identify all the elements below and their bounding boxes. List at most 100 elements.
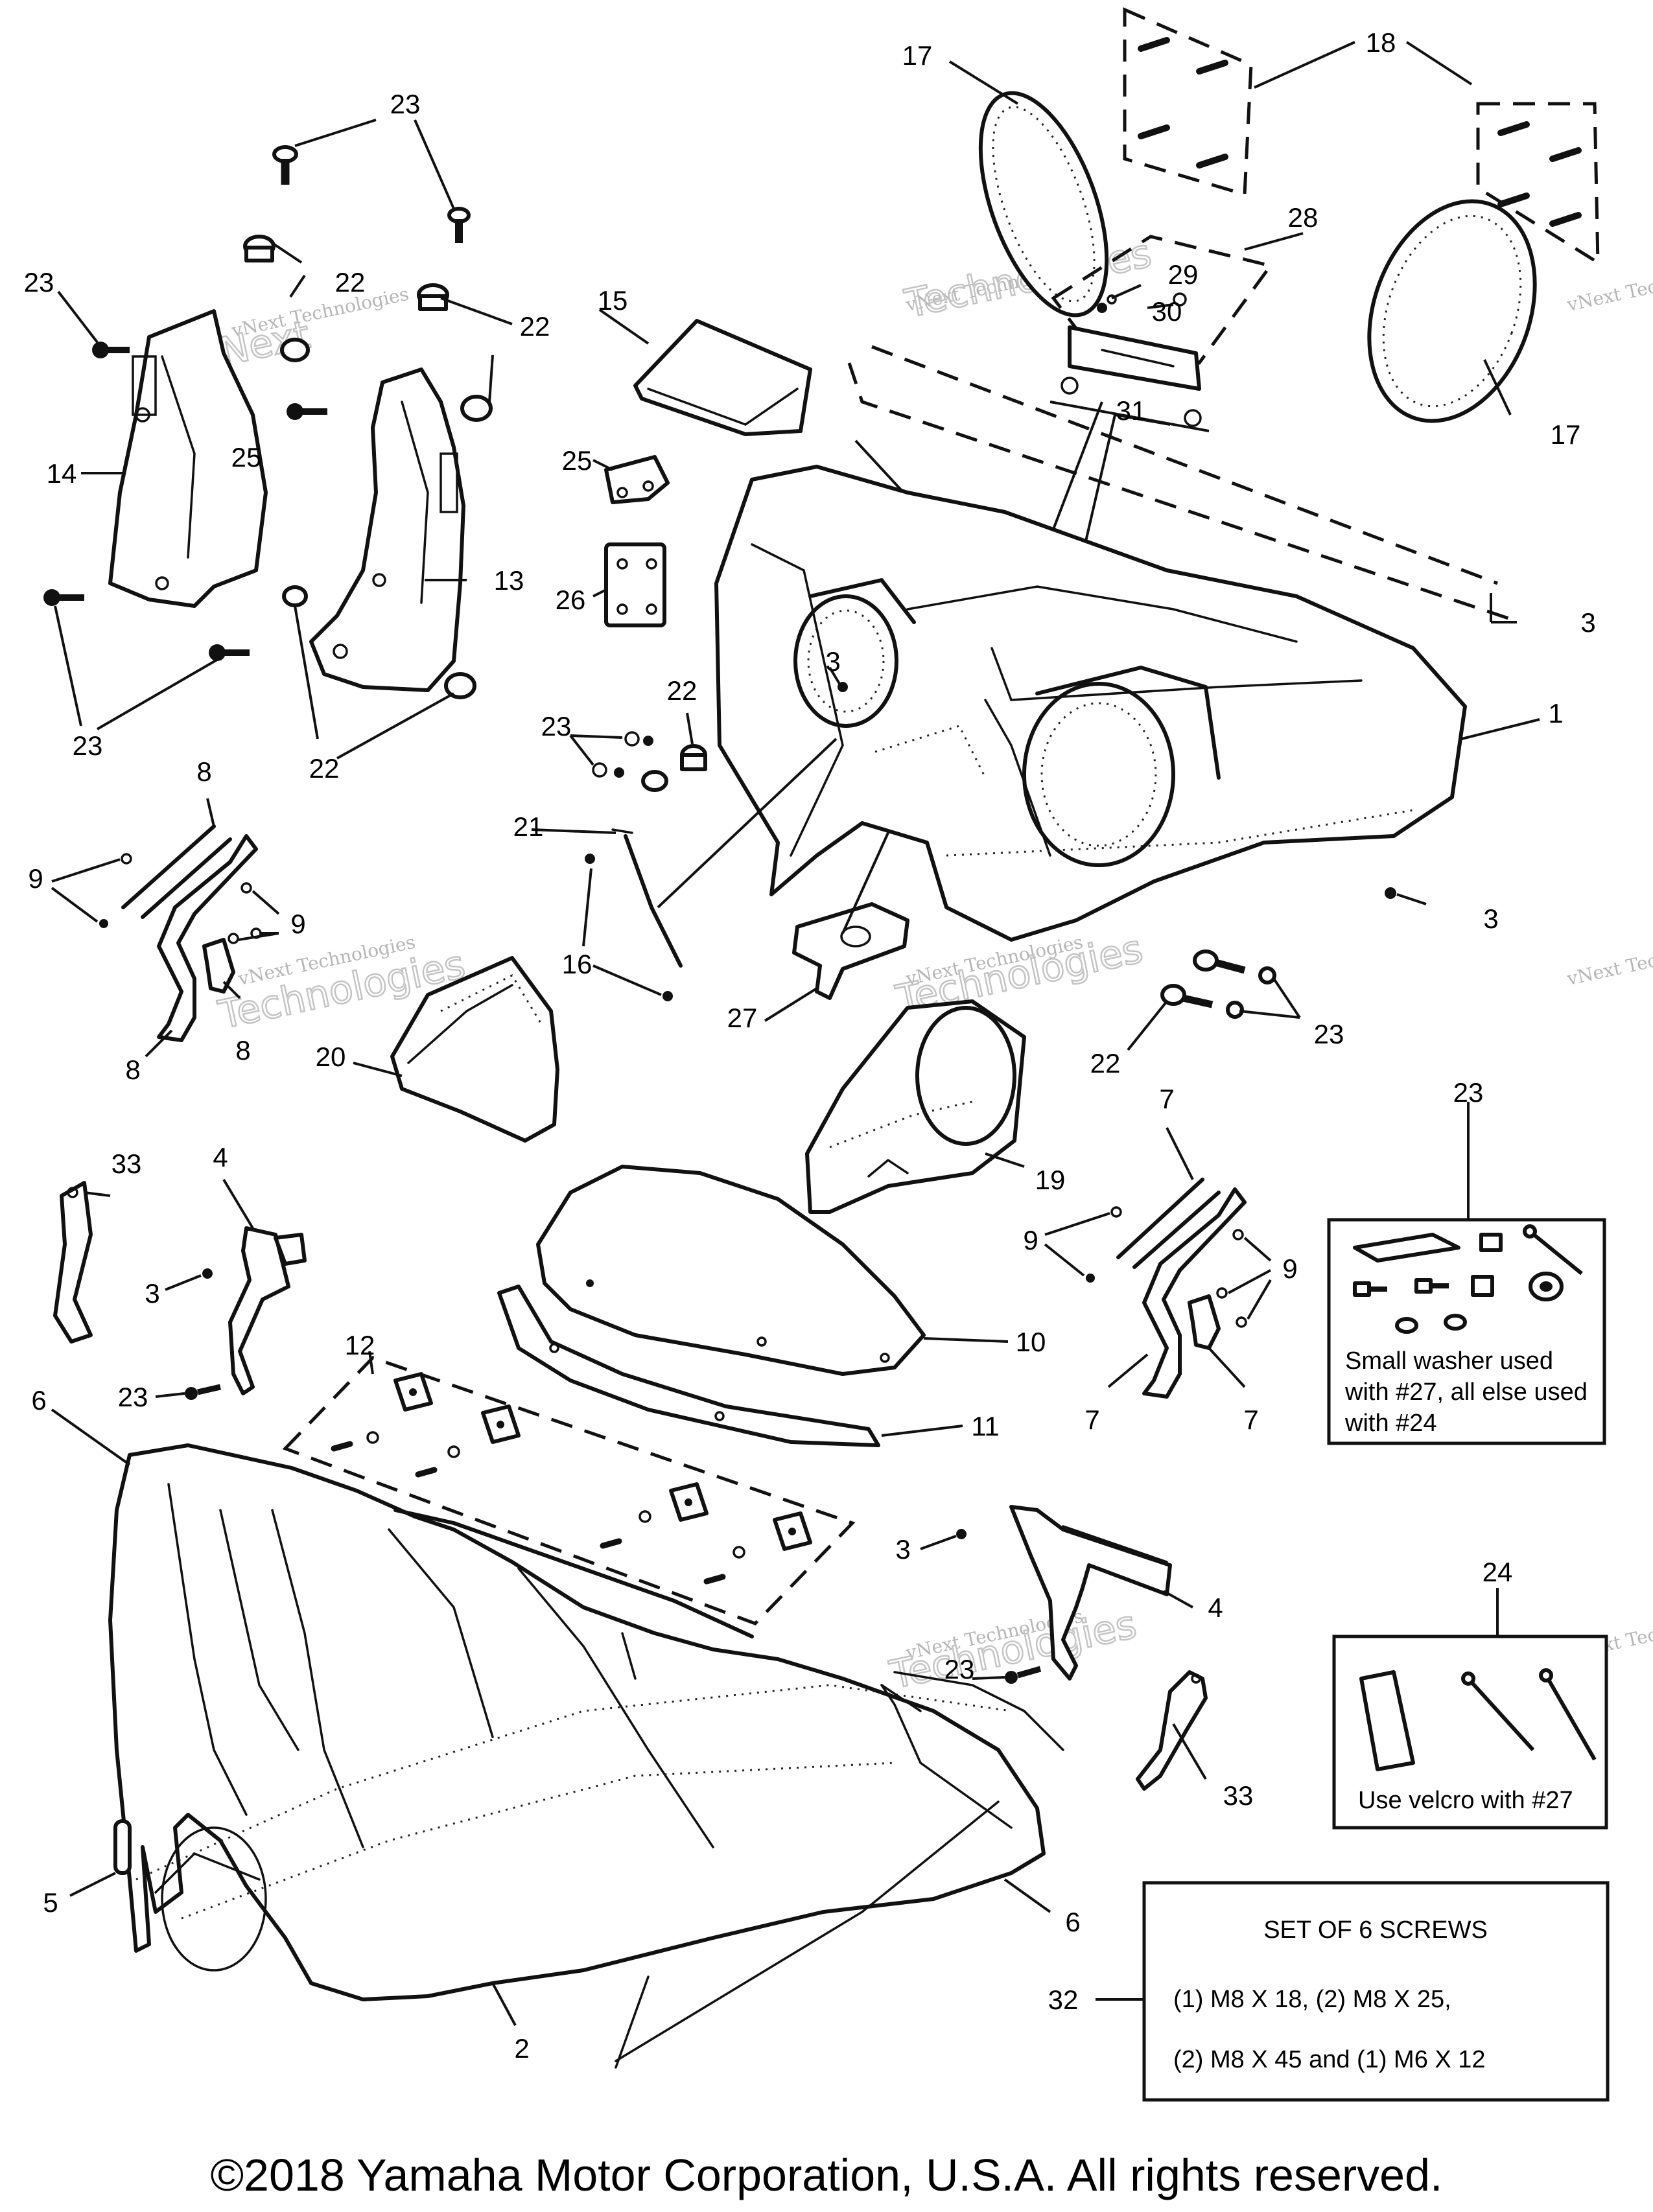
bolt-23[interactable] (272, 145, 298, 185)
screw-9[interactable] (228, 933, 239, 944)
bushing-22[interactable] (243, 235, 276, 262)
mount-kit-28[interactable] (1051, 235, 1274, 427)
leader-line (1239, 1010, 1300, 1019)
screw-9[interactable] (1110, 1206, 1122, 1218)
plate-26[interactable] (604, 542, 666, 627)
bolt-25[interactable] (287, 403, 327, 420)
callout-8: 8 (125, 1054, 140, 1085)
bolt-23[interactable] (209, 644, 250, 661)
bracket-14[interactable] (108, 309, 268, 608)
callout-22: 22 (309, 753, 340, 784)
bolt-23[interactable] (1182, 994, 1244, 1019)
screw-9[interactable] (99, 919, 108, 928)
bushing-22[interactable] (282, 585, 308, 607)
cover-plate-15[interactable] (633, 319, 812, 436)
windshield-10[interactable] (536, 1165, 926, 1376)
bracket-25[interactable] (604, 455, 670, 504)
leader-line (1044, 1243, 1085, 1277)
screw-9[interactable] (1236, 1316, 1247, 1328)
speaker-housing-19[interactable] (805, 999, 1026, 1214)
kit-23-note-line-1: Small washer used (1345, 1347, 1553, 1375)
screw-3[interactable] (202, 1268, 213, 1279)
screw-9[interactable] (121, 853, 132, 865)
bolt-23[interactable] (447, 207, 471, 243)
callout-3: 3 (825, 646, 840, 677)
bushing-22[interactable] (641, 770, 668, 792)
leader-line (764, 987, 818, 1022)
callout-23: 23 (118, 1382, 148, 1412)
bushing-22[interactable] (460, 395, 493, 422)
speaker-ring-17[interactable] (1340, 178, 1564, 445)
screw-9[interactable] (1216, 1287, 1228, 1299)
callout-16: 16 (562, 949, 592, 979)
callout-22: 22 (1090, 1048, 1121, 1078)
bolt-23[interactable] (185, 1384, 222, 1400)
bracket-4[interactable] (228, 1226, 307, 1395)
bolt-23[interactable] (43, 589, 84, 606)
leader-line (238, 932, 279, 941)
callout-15: 15 (598, 285, 628, 316)
bushing-22[interactable] (444, 672, 476, 699)
callout-7: 7 (1243, 1404, 1258, 1435)
callout-13: 13 (494, 565, 524, 596)
bracket-8[interactable] (121, 824, 258, 1042)
bolt-23[interactable] (1214, 959, 1276, 984)
screw-16[interactable] (585, 854, 595, 864)
leader-line (569, 734, 594, 766)
screw-9[interactable] (240, 882, 252, 894)
bracket-7[interactable] (1188, 1294, 1221, 1350)
bracket-13[interactable] (309, 367, 465, 692)
bracket-4[interactable] (1009, 1505, 1172, 1681)
washer-23[interactable] (592, 762, 624, 778)
leader-line (165, 1274, 202, 1291)
bracket-8[interactable] (202, 938, 235, 994)
hardware-kit-12[interactable] (282, 1356, 856, 1625)
callout-19: 19 (1035, 1165, 1066, 1195)
bracket-7[interactable] (1116, 1178, 1247, 1399)
outer-fairing-6[interactable] (108, 1443, 1064, 2069)
bolt-23[interactable] (1005, 1666, 1042, 1684)
screw-9[interactable] (1232, 1229, 1244, 1240)
screw-3[interactable] (956, 1529, 967, 1539)
bolt-23[interactable] (92, 342, 130, 358)
bushing-22[interactable] (1193, 949, 1219, 972)
leader-line (145, 1029, 173, 1058)
leader-line (155, 1392, 185, 1398)
screw-16[interactable] (662, 991, 673, 1001)
bracket-33[interactable] (53, 1181, 93, 1344)
leader-line (1461, 718, 1540, 740)
inner-fairing-1[interactable] (714, 345, 1511, 942)
speaker-pod-20[interactable] (390, 956, 559, 1143)
callout-12: 12 (345, 1330, 375, 1360)
washer-icon (1395, 1317, 1418, 1334)
bracket-27[interactable] (792, 902, 909, 1000)
leader-line (1272, 977, 1301, 1019)
leader-line (592, 964, 662, 996)
bushing-22[interactable] (417, 283, 449, 311)
leader-line (592, 459, 613, 471)
screw-3[interactable] (1385, 887, 1396, 899)
callout-9: 9 (1023, 1225, 1038, 1255)
washer-23[interactable] (624, 731, 653, 747)
bracket-5[interactable] (113, 1819, 132, 1875)
kit-23-note-line-3: with #24 (1344, 1410, 1437, 1437)
clip-nut (669, 1482, 709, 1522)
screw-9[interactable] (1086, 1274, 1095, 1283)
trim-11[interactable] (497, 1285, 880, 1447)
leader-line (592, 588, 607, 598)
leader-line (841, 832, 889, 934)
screw-3[interactable] (838, 682, 848, 692)
bracket-33[interactable] (1136, 1670, 1208, 1791)
cable-21[interactable] (611, 828, 683, 968)
callout-24: 24 (1483, 1557, 1513, 1587)
svg-text:vNext Technologies: vNext Technologies (1565, 257, 1653, 316)
callout-23: 23 (944, 1654, 975, 1684)
callout-3: 3 (1483, 903, 1498, 934)
bushing-22[interactable] (280, 338, 310, 362)
screw-set-line-2: (2) M8 X 45 and (1) M6 X 12 (1173, 2046, 1486, 2073)
leader-line (1228, 1269, 1271, 1294)
bushing-22[interactable] (680, 744, 707, 771)
screw-set-18[interactable] (1123, 7, 1600, 266)
leader-line (1172, 1723, 1207, 1780)
